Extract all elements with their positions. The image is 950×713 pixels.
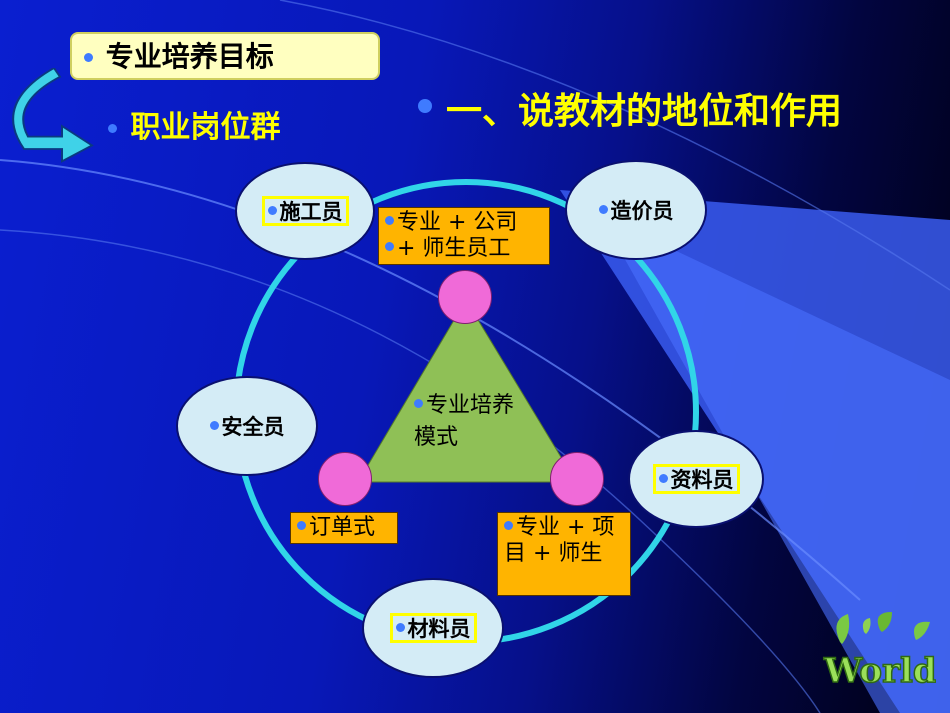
triangle: [357, 299, 577, 483]
curved-arrow-icon: [12, 68, 94, 163]
role-documents: 资料员: [628, 430, 764, 528]
mode-top: 专业 + 公司 + 师生员工: [378, 207, 550, 265]
center-label: 专业培养模式: [414, 393, 515, 450]
node-top: [438, 270, 492, 324]
node-left: [318, 452, 372, 506]
mode-right: 专业 + 项目 + 师生: [497, 512, 631, 596]
node-right: [550, 452, 604, 506]
role-safety: 安全员: [176, 376, 318, 476]
role-construction: 施工员: [235, 162, 375, 260]
svg-text:World: World: [823, 651, 936, 691]
bullet-icon: [418, 99, 432, 113]
mode-left: 订单式: [290, 512, 398, 544]
slide-title: 一、说教材的地位和作用: [418, 82, 842, 134]
group-label: 职业岗位群: [108, 102, 280, 146]
goal-label: 专业培养目标: [70, 32, 380, 80]
role-materials: 材料员: [362, 578, 504, 678]
role-cost: 造价员: [565, 160, 707, 260]
world-logo: World: [822, 612, 936, 692]
